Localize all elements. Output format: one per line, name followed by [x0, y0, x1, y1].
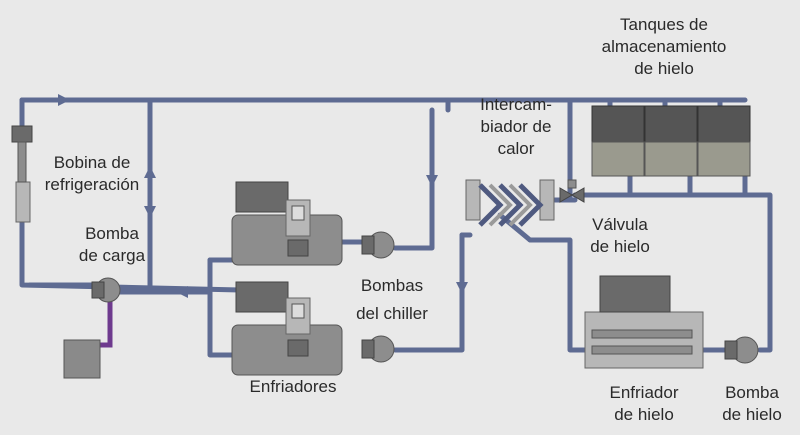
arrow-down — [426, 175, 438, 187]
arrow-left — [176, 286, 188, 298]
load-pump — [91, 277, 121, 303]
ice-pump — [724, 336, 759, 364]
cooling-coil — [11, 125, 33, 223]
chillers-label: Enfriadores — [249, 377, 337, 396]
heat-exchanger — [465, 179, 555, 227]
chiller-pump-2 — [361, 335, 395, 363]
chiller-pump-1 — [361, 231, 395, 259]
control-panel — [63, 339, 101, 379]
arrow-down — [456, 282, 468, 294]
ice-valve — [559, 179, 585, 203]
arrow-down — [144, 206, 156, 218]
chiller-2 — [231, 281, 343, 376]
ice-storage-tanks — [591, 105, 751, 177]
flow-arrows — [58, 94, 468, 298]
ice-chiller — [584, 275, 704, 369]
arrow-up — [144, 166, 156, 178]
chiller-1 — [231, 181, 343, 266]
arrow-right — [58, 94, 70, 106]
